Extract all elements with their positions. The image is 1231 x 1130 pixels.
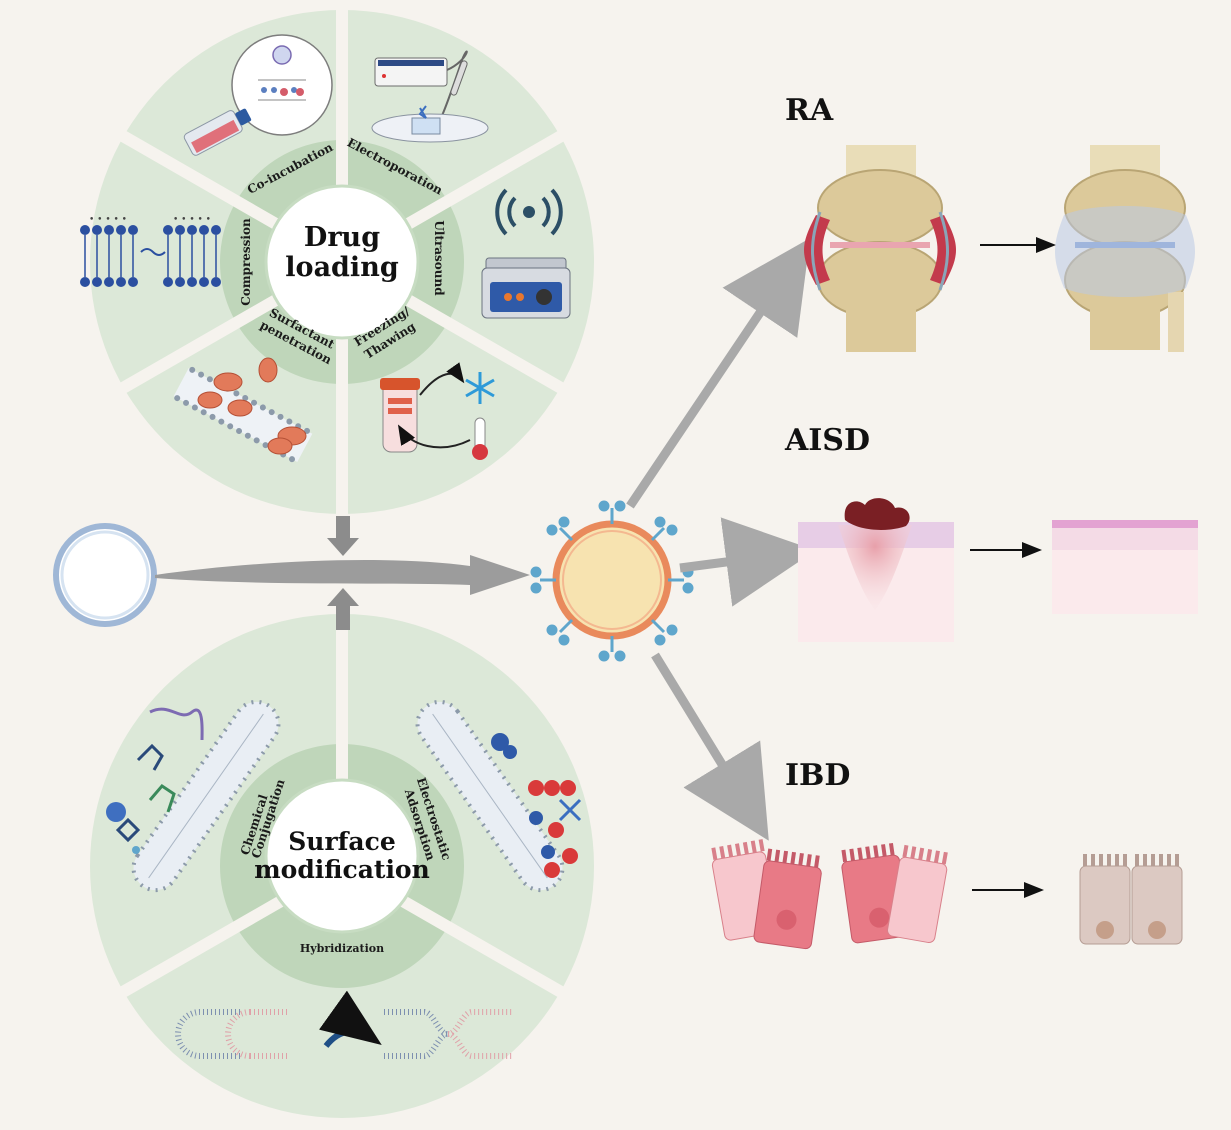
- electrostatic-adsorption-illustration: [415, 699, 582, 893]
- main-flow-arrow: [155, 555, 530, 595]
- aisd-wound-skin: [798, 498, 954, 642]
- engineered-vesicle: [530, 500, 694, 662]
- arrow-to-ra: [626, 238, 811, 509]
- electroporation-illustration: [371, 50, 489, 143]
- chemical-conjugation-illustration: [106, 699, 281, 893]
- ra-inflamed-joint: [804, 145, 956, 352]
- drug-loading-hub: [264, 184, 420, 340]
- up-arrow-shaft: [336, 604, 350, 630]
- surface-modification-wheel: Surface modification Chemical Conjugatio…: [90, 606, 594, 1118]
- aisd-label: AISD: [784, 423, 870, 458]
- down-arrow-head: [327, 538, 359, 556]
- ibd-label: IBD: [785, 758, 850, 793]
- aisd-panel: AISD: [784, 423, 1198, 642]
- aisd-healed-skin: [1052, 520, 1198, 614]
- freeze-thaw-illustration: [380, 362, 495, 460]
- surface-mod-title-line2: modification: [254, 855, 430, 884]
- drug-loading-title-line1: Drug: [304, 222, 380, 253]
- arrow-to-aisd: [679, 517, 816, 607]
- plain-vesicle: [53, 523, 157, 627]
- center-flow: [53, 238, 816, 841]
- drug-loading-title-line2: loading: [285, 252, 399, 283]
- ra-panel: RA: [785, 93, 1195, 352]
- label-compression: Compression: [239, 218, 253, 306]
- dots-deco: • • • • •: [89, 215, 127, 225]
- label-hybridization: Hybridization: [300, 942, 384, 955]
- hybridization-illustration: [175, 990, 512, 1059]
- ibd-inflamed-cells: [711, 839, 948, 950]
- co-incubation-illustration: [183, 34, 333, 156]
- ra-label: RA: [785, 93, 834, 128]
- ultrasound-illustration: [481, 188, 571, 319]
- ibd-panel: IBD: [711, 758, 1183, 950]
- down-arrow-shaft: [336, 516, 350, 540]
- drug-loading-wheel: Drug loading Co-incubation Electroporati…: [80, 2, 594, 522]
- dots-deco: • • • • •: [173, 215, 211, 225]
- ibd-healthy-cells: [1079, 854, 1183, 945]
- up-arrow-head: [327, 588, 359, 606]
- ra-healthy-joint: [1055, 145, 1195, 352]
- surface-mod-hub: [264, 778, 420, 934]
- label-ultrasound: Ultrasound: [432, 220, 446, 296]
- compression-illustration: • • • • • • • • • •: [80, 215, 221, 287]
- surfactant-illustration: [173, 357, 313, 463]
- arrow-to-ibd: [651, 652, 769, 841]
- surface-mod-title-line1: Surface: [288, 827, 395, 856]
